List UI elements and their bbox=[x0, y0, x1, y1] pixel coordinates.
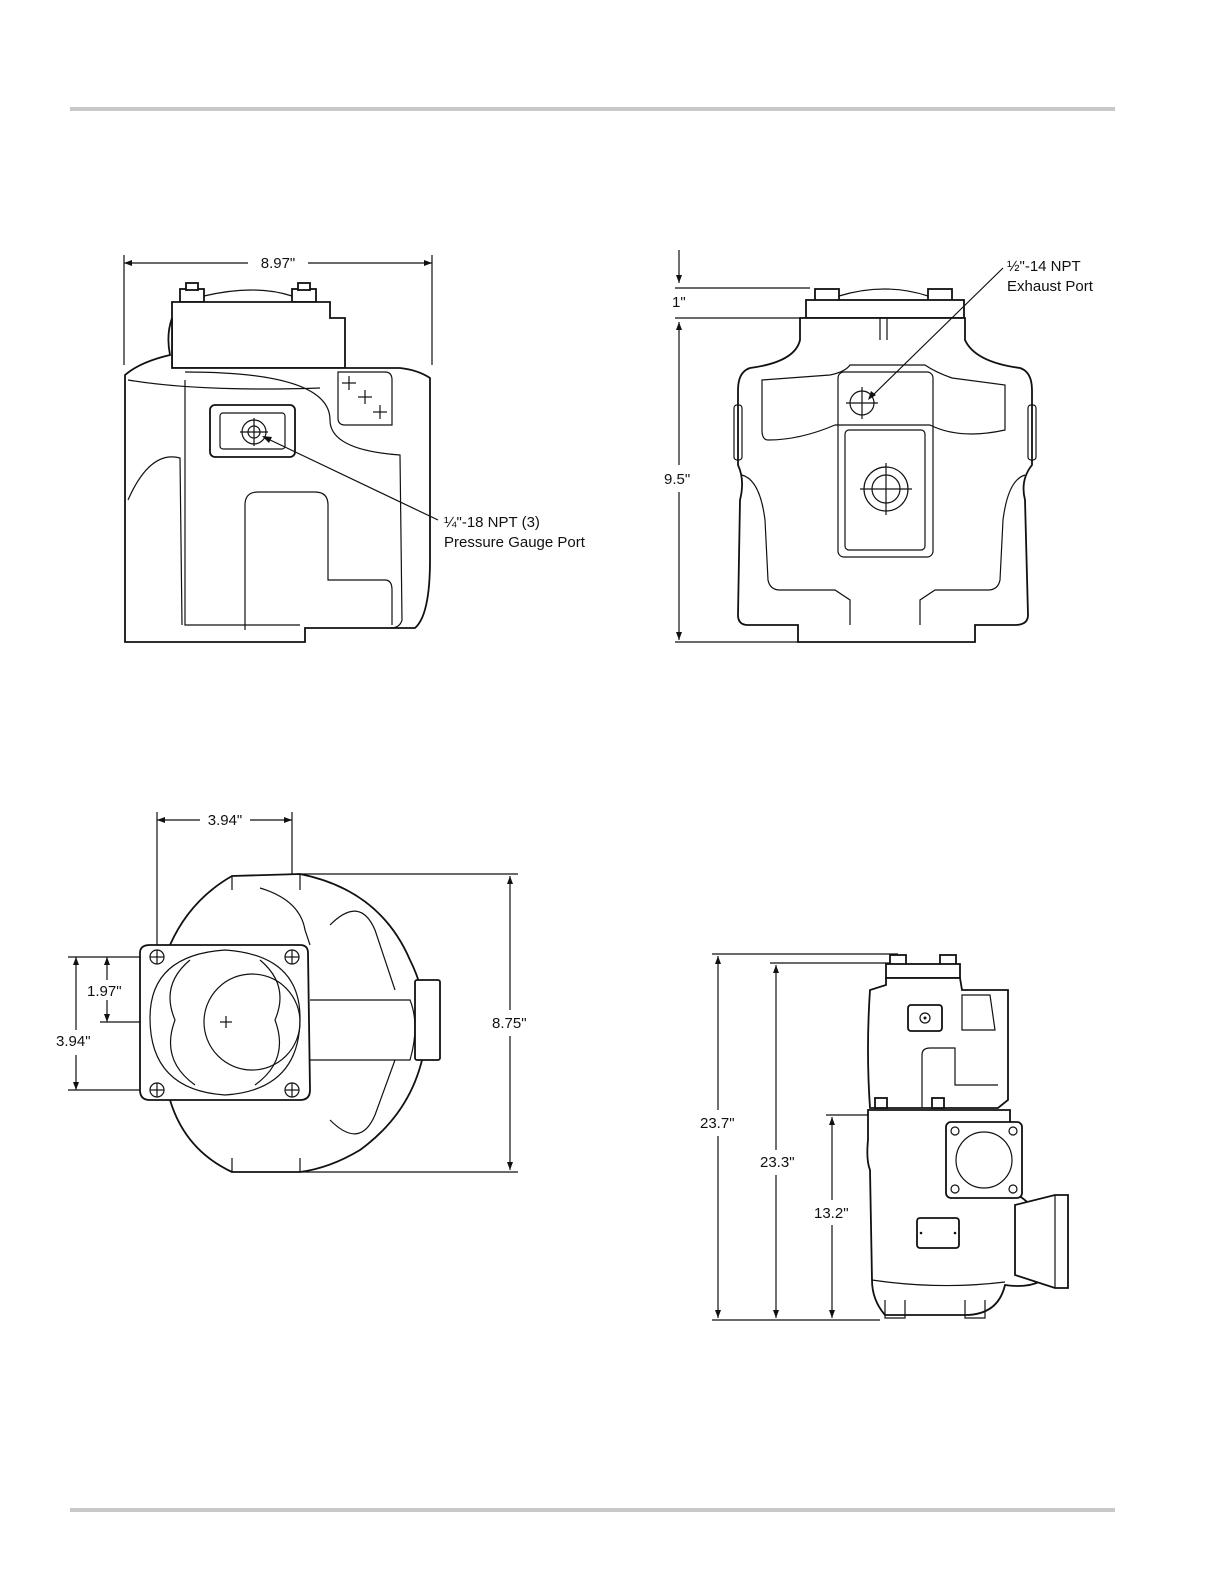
footer-rule bbox=[70, 1508, 1115, 1512]
front-view: 8.97" ¼"-18 NPT (3) Pressure Gauge P bbox=[124, 255, 586, 642]
inlet-height-dim: 13.2" bbox=[814, 1205, 849, 1222]
flange-height-dim: 23.3" bbox=[760, 1154, 795, 1171]
top-view: 3.94" 1.97" 3.94" 8.75" bbox=[56, 812, 527, 1172]
exhaust-port-label: ½"-14 NPT bbox=[1007, 258, 1081, 275]
bolt-spacing-h-dim: 3.94" bbox=[208, 812, 243, 829]
pressure-port-desc: Pressure Gauge Port bbox=[444, 534, 586, 551]
assembly-view: 23.7" 23.3" 13.2" bbox=[700, 954, 1068, 1320]
bolt-spacing-v-dim: 3.94" bbox=[56, 1033, 91, 1050]
side-top-dim: 1" bbox=[672, 294, 686, 311]
front-width-dim: 8.97" bbox=[261, 255, 296, 272]
header-rule bbox=[70, 107, 1115, 111]
bolt-half-dim: 1.97" bbox=[87, 983, 122, 1000]
overall-height-dim: 23.7" bbox=[700, 1115, 735, 1132]
depth-dim: 8.75" bbox=[492, 1015, 527, 1032]
pressure-port-label: ¼"-18 NPT (3) bbox=[444, 514, 540, 531]
side-view: 1" 9.5" ½"-14 NPT Exhaust P bbox=[664, 250, 1094, 642]
side-height-dim: 9.5" bbox=[664, 471, 690, 488]
exhaust-port-desc: Exhaust Port bbox=[1007, 278, 1094, 295]
